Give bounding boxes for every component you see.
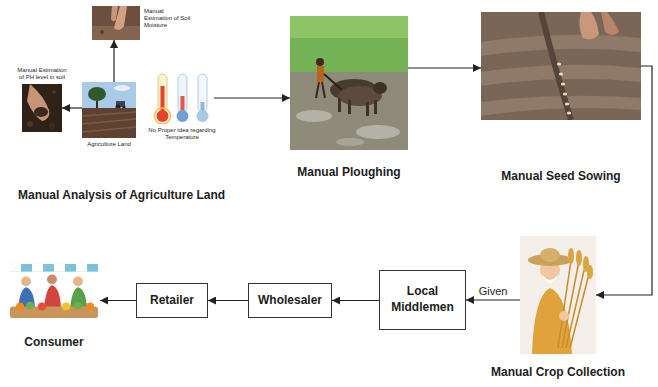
soil-moisture-photo: Manual Estimation of Soil Moisture <box>92 6 140 40</box>
caption: No Proper idea regarding Temperature <box>143 127 221 141</box>
box-text: Local Middlemen <box>380 284 465 315</box>
flow-arrow <box>208 300 248 301</box>
land-photo: Agriculture Land <box>82 82 136 138</box>
section-label: Manual Analysis of Agriculture Land <box>18 188 225 202</box>
edge-label: Given <box>477 285 510 297</box>
caption: Consumer <box>24 336 83 350</box>
process-box: Wholesaler <box>248 283 332 318</box>
caption: Agriculture Land <box>87 141 131 148</box>
ploughing-photo: Manual Ploughing <box>290 16 408 150</box>
caption: Manual Ploughing <box>297 166 400 180</box>
caption: Manual Estimation of PH level in soil <box>15 67 69 81</box>
process-box: Retailer <box>136 283 208 318</box>
consumer-illustration-art <box>8 262 100 320</box>
soil-photo: Manual Estimation of PH level in soil <box>22 84 62 132</box>
thermometer-icons-art <box>150 72 214 124</box>
flow-arrow <box>100 300 136 301</box>
consumer-illustration: Consumer <box>8 262 100 320</box>
thermometer-icons: No Proper idea regarding Temperature <box>150 72 214 124</box>
flow-arrow <box>62 107 82 108</box>
farmer-illustration: Manual Crop Collection <box>520 236 596 354</box>
farmer-illustration-art <box>520 236 596 354</box>
box-text: Retailer <box>150 293 194 309</box>
flow-arrow <box>332 300 379 301</box>
process-box: Local Middlemen <box>379 270 466 330</box>
soil-photo-art <box>22 84 62 132</box>
flow-arrow <box>466 299 520 300</box>
sowing-photo: Manual Seed Sowing <box>481 12 641 120</box>
caption: Manual Seed Sowing <box>501 170 620 184</box>
flow-arrow <box>113 40 114 82</box>
flow-arrow <box>408 67 481 68</box>
flow-arrow <box>214 97 290 98</box>
sowing-photo-art <box>481 12 641 120</box>
land-photo-art <box>82 82 136 138</box>
caption: Manual Estimation of Soil Moisture <box>144 8 192 29</box>
caption: Manual Crop Collection <box>491 366 625 380</box>
box-text: Wholesaler <box>258 293 322 309</box>
ploughing-photo-art <box>290 16 408 150</box>
soil-moisture-photo-art <box>92 6 140 40</box>
